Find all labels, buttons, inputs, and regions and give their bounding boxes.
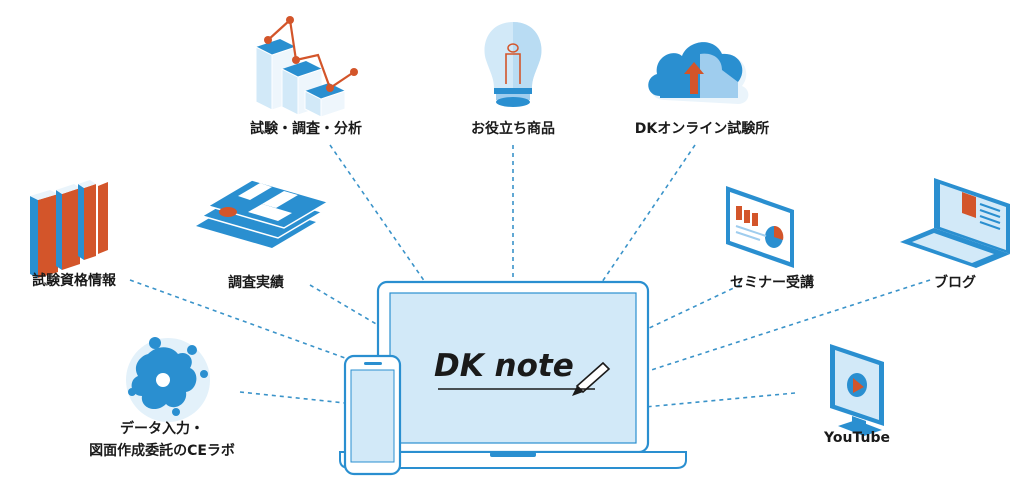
pencil-icon — [438, 361, 611, 396]
label-data-entry-line1[interactable]: データ入力・ — [120, 421, 204, 437]
connector-data-entry — [239, 391, 346, 404]
smartphone-icon — [343, 354, 402, 476]
connector-testing — [329, 144, 426, 283]
label-products[interactable]: お役立ち商品 — [471, 121, 555, 137]
documents-icon — [196, 179, 330, 248]
blog-laptop-icon — [900, 178, 1010, 268]
analysis-chart-icon — [255, 16, 358, 118]
presentation-icon — [726, 186, 794, 268]
label-youtube[interactable]: YouTube — [824, 430, 890, 446]
connector-youtube — [644, 392, 796, 408]
label-qualification[interactable]: 試験資格情報 — [32, 273, 116, 289]
lightbulb-icon — [484, 22, 542, 107]
label-online-lab[interactable]: DKオンライン試験所 — [634, 121, 770, 137]
connector-lines — [129, 144, 931, 408]
ce-lab-icon — [126, 337, 210, 422]
connector-qualification — [129, 279, 346, 359]
label-survey-results[interactable]: 調査実績 — [228, 275, 284, 291]
cloud-upload-icon — [648, 42, 749, 104]
label-data-entry-line2[interactable]: 図面作成委託のCEラボ — [89, 443, 235, 459]
connector-survey — [309, 284, 384, 329]
youtube-monitor-icon — [830, 344, 884, 436]
label-blog[interactable]: ブログ — [934, 275, 976, 291]
books-icon — [30, 180, 108, 278]
connector-seminar — [644, 284, 741, 331]
label-seminar[interactable]: セミナー受講 — [730, 275, 814, 291]
laptop-icon — [339, 280, 687, 469]
connector-online-lab — [601, 144, 696, 283]
connector-blog — [644, 279, 931, 373]
label-testing[interactable]: 試験・調査・分析 — [250, 121, 362, 137]
dk-note-logo: DK note — [434, 348, 574, 384]
